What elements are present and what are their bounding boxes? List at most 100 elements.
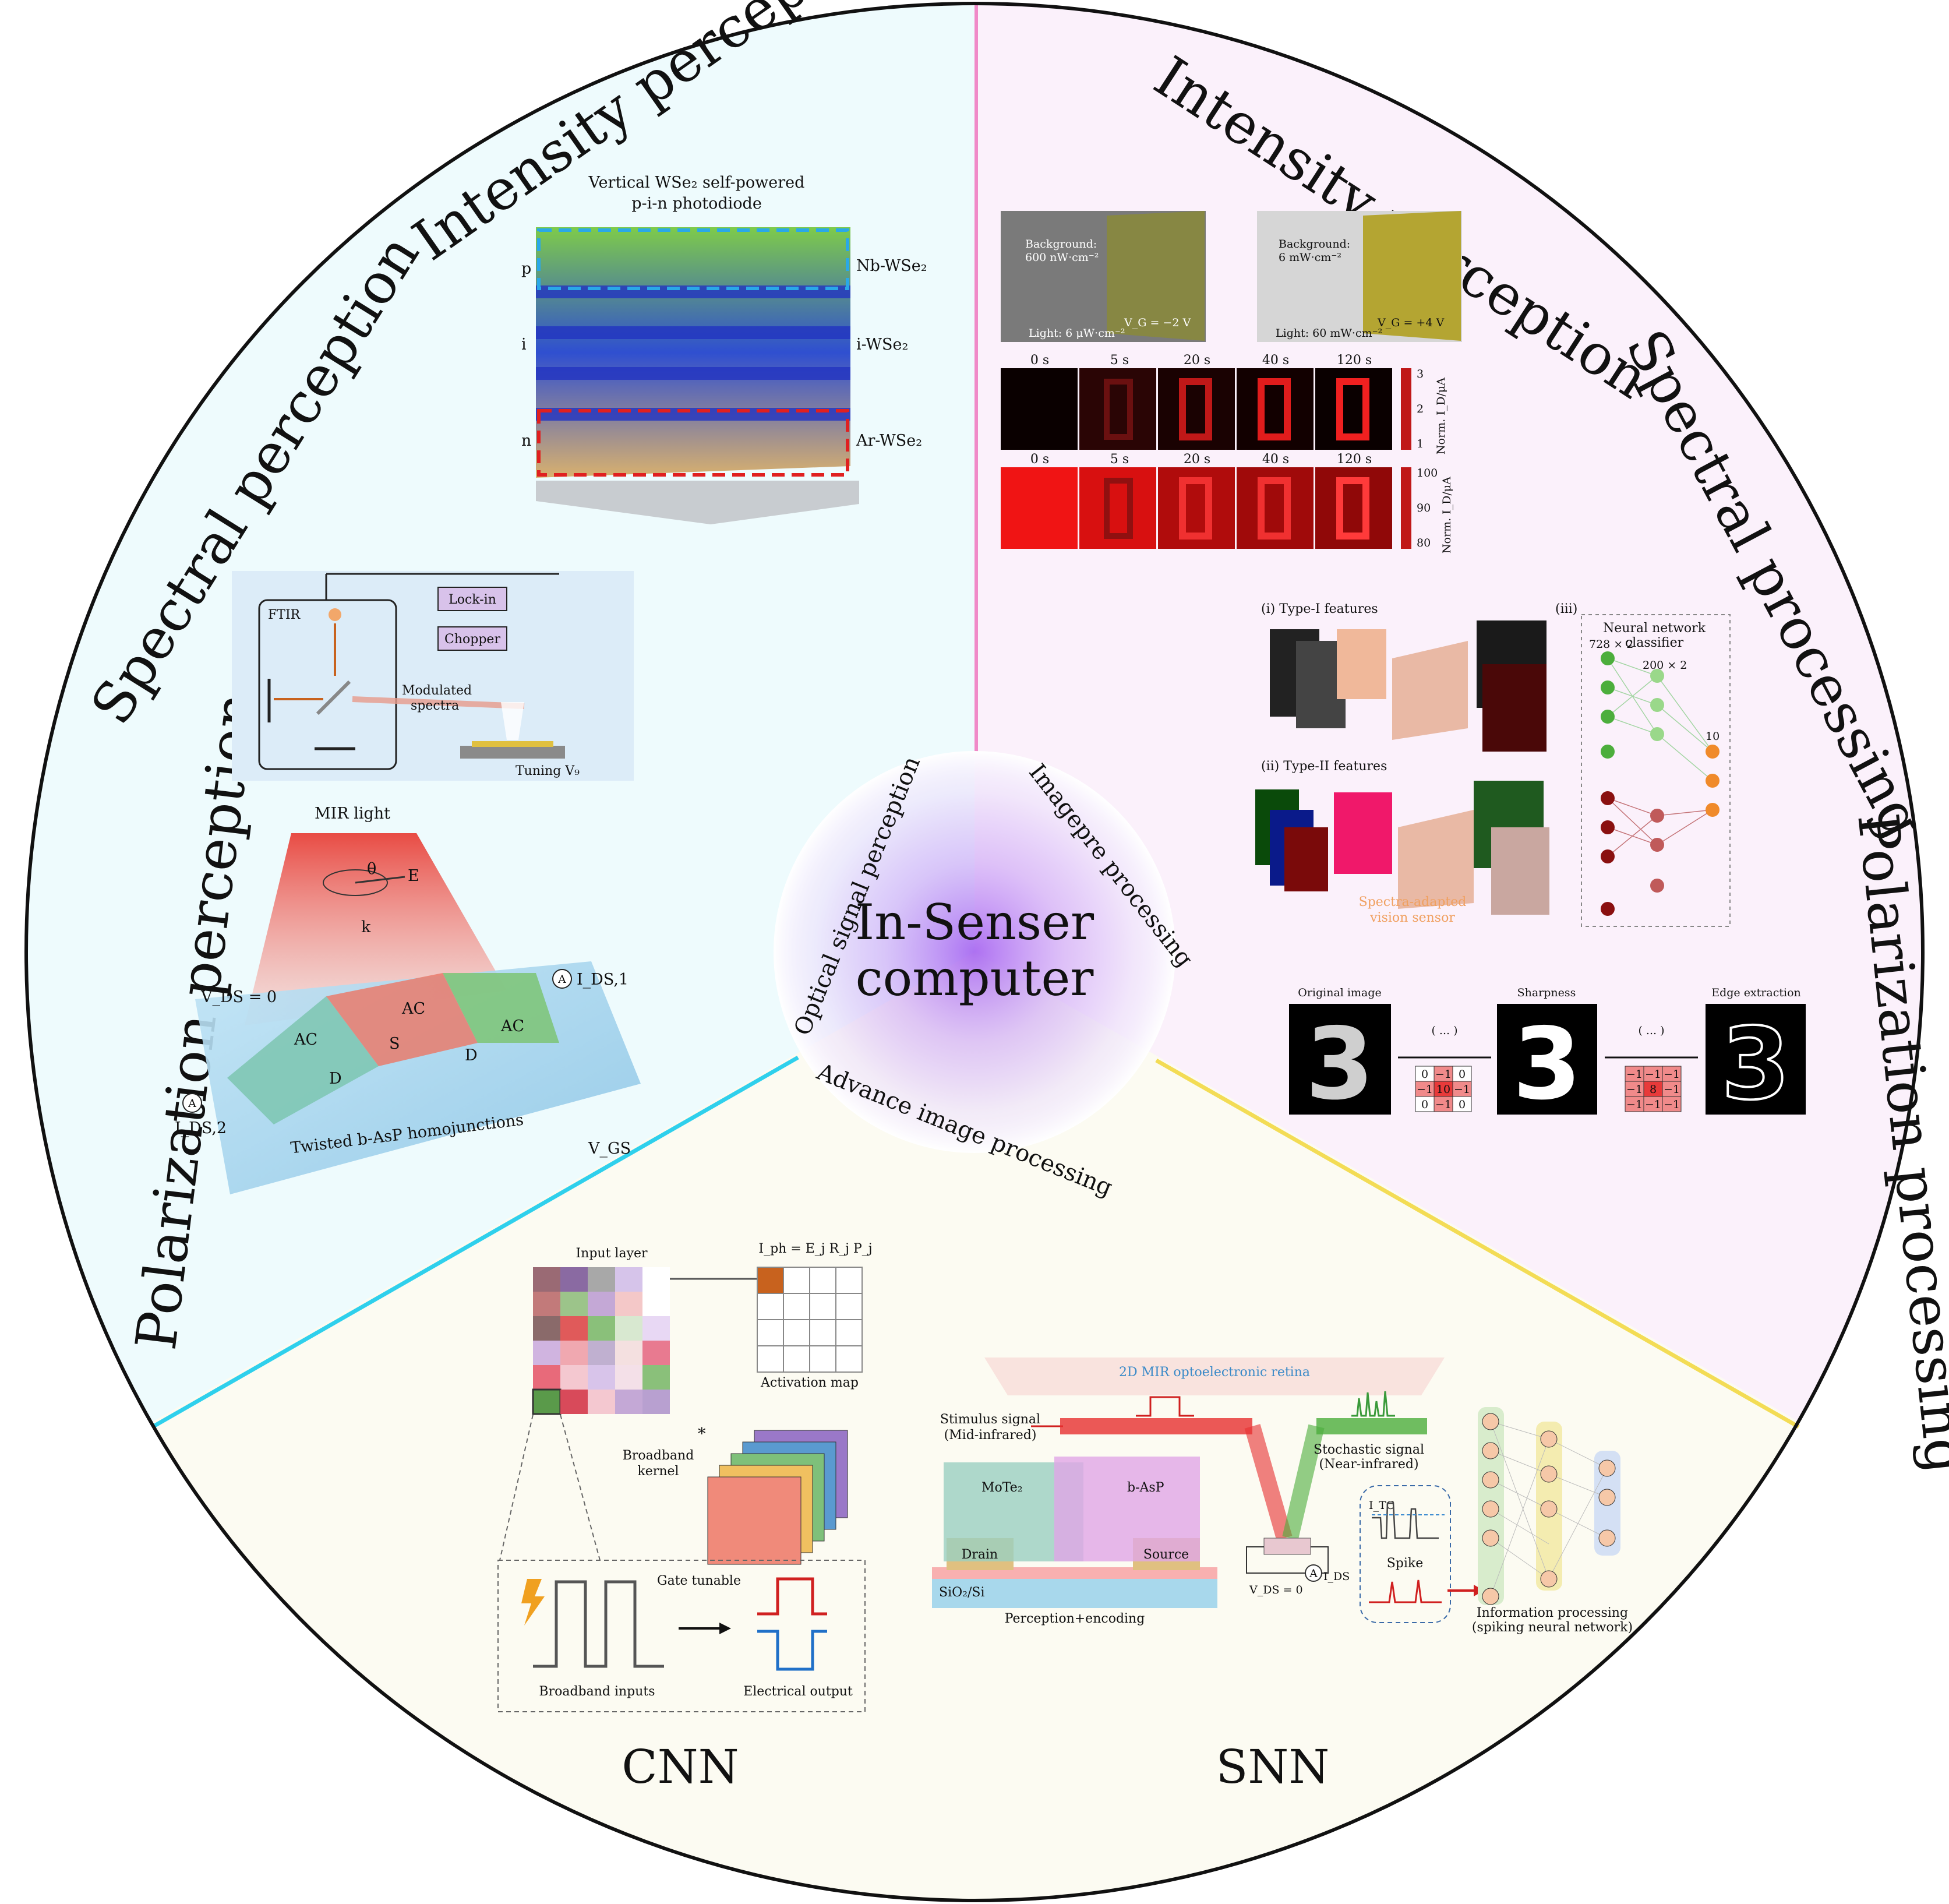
- snn-ids-label: I_DS: [1323, 1570, 1350, 1583]
- scale2-tick-100: 100: [1417, 467, 1438, 479]
- broadband-pulse: [533, 1580, 664, 1668]
- wse2-photodiode-panel: Vertical WSe₂ self-powered p-i-n photodi…: [521, 174, 927, 524]
- retina-banner: [984, 1358, 1445, 1395]
- nn-node: [1650, 698, 1664, 712]
- snn-node: [1540, 1500, 1558, 1518]
- kernel-label-2: kernel: [637, 1464, 679, 1479]
- output-pulse-positive: [757, 1577, 827, 1616]
- wse2-title-line2: p-i-n photodiode: [631, 195, 762, 213]
- edge-digit: 3: [1721, 1007, 1790, 1122]
- star-label: *: [698, 1425, 706, 1443]
- nn-node: [1601, 680, 1615, 694]
- type2-img-3: [1284, 827, 1328, 891]
- scale1-tick-1: 1: [1417, 438, 1424, 450]
- nn-node: [1601, 791, 1615, 805]
- row1-digit-2: [1179, 378, 1212, 440]
- polarization-ellipse: [323, 869, 388, 896]
- nn-node: [1706, 774, 1720, 788]
- tuning-label: Tuning V₉: [516, 764, 580, 778]
- ammeter-1-label: A: [557, 973, 566, 986]
- nn-box: [1581, 614, 1731, 927]
- input-layer-grid: [532, 1267, 670, 1415]
- electrical-output-label: Electrical output: [743, 1684, 853, 1699]
- original-image-label: Original image: [1298, 986, 1381, 999]
- k2-val: −1: [1664, 1083, 1680, 1096]
- ftir-panel-bg: [232, 571, 634, 781]
- ammeter-2: [182, 1093, 202, 1113]
- type2-out-2: [1491, 827, 1549, 915]
- ftir-label: FTIR: [268, 608, 301, 622]
- k2-val: −1: [1626, 1083, 1643, 1096]
- vds-label: V_DS = 0: [200, 988, 277, 1006]
- broadband-inputs-label: Broadband inputs: [539, 1684, 655, 1699]
- polarization-processing-panel: Original image 3 Sharpness 3 Edge extrac…: [1289, 986, 1806, 1123]
- ammeter-1: [552, 969, 572, 989]
- nn-200-label: 200 × 2: [1643, 659, 1687, 672]
- ftir-panel: FTIR Lock-in Chopper Modulated spectra T…: [232, 571, 634, 781]
- retina-label: 2D MIR optoelectronic retina: [1119, 1365, 1310, 1380]
- k2-cell: [1643, 1096, 1663, 1112]
- row1-time-4: 120 s: [1337, 353, 1372, 368]
- d-label-1: D: [329, 1070, 342, 1088]
- sharpness-image: [1497, 1004, 1597, 1115]
- device-substrate: [932, 1573, 1217, 1608]
- modulated-label-1: Modulated: [402, 683, 472, 698]
- row2-digit-4: [1336, 477, 1369, 540]
- nn-node: [1601, 651, 1615, 665]
- mote2-label: MoTe₂: [981, 1480, 1023, 1495]
- chip-icon: [1263, 1538, 1311, 1555]
- scene2-vg: V_G = +4 V: [1377, 316, 1444, 329]
- scene1-bg-1: Background:: [1025, 238, 1097, 251]
- gate-box: [497, 1560, 866, 1712]
- drain-label: Drain: [962, 1547, 998, 1562]
- spike-label: Spike: [1387, 1556, 1424, 1571]
- iii-label: (iii): [1555, 602, 1577, 616]
- wse2-blue-layer-2: [536, 326, 850, 339]
- nn-edges: [1607, 658, 1713, 781]
- stimulus-label-2: (Mid-infrared): [944, 1428, 1037, 1443]
- basp-crystal: [1054, 1457, 1200, 1561]
- k2-val: −1: [1664, 1068, 1680, 1081]
- nn-728-label: 728 × 2: [1589, 638, 1633, 651]
- lightning-icon: [521, 1579, 545, 1626]
- snn-node: [1598, 1459, 1616, 1477]
- theta-label: θ: [367, 860, 376, 878]
- cnn-panel: Input layer I_ph = E_j R_j P_j Activatio…: [497, 1242, 873, 1712]
- kernel1-matrix: ( ... ): [1431, 1024, 1457, 1037]
- kernel-label-1: Broadband: [623, 1448, 694, 1463]
- nn-label-1: Neural network: [1603, 621, 1706, 636]
- k1-val: 0: [1459, 1068, 1466, 1081]
- nn-edges-red: [1607, 798, 1713, 857]
- edge-extraction-label: Edge extraction: [1711, 986, 1801, 999]
- k2-cell: [1662, 1066, 1682, 1082]
- center-title-line2: computer: [856, 950, 1094, 1007]
- row1-digit-1: [1104, 379, 1133, 440]
- row1-colorbar: [1401, 368, 1411, 450]
- snn-node: [1598, 1489, 1616, 1506]
- itc-trace: [1372, 1502, 1439, 1539]
- k1-val: 0: [1459, 1098, 1466, 1111]
- type2-sensor: [1398, 810, 1474, 909]
- nn-node: [1706, 745, 1720, 759]
- basp-flake-middle: [326, 973, 478, 1066]
- scene1-screen: [1107, 211, 1205, 341]
- wse2-nb-label: Nb-WSe₂: [856, 257, 927, 275]
- perception-label: Perception+encoding: [1005, 1612, 1145, 1626]
- original-digit: 3: [1305, 1007, 1374, 1122]
- chopper-box: [437, 626, 507, 651]
- scene2-light: Light: 60 mW·cm⁻²: [1276, 327, 1382, 340]
- snn-ammeter: [1305, 1564, 1322, 1582]
- source-label: Source: [1143, 1547, 1189, 1562]
- wse2-ar-label: Ar-WSe₂: [856, 432, 922, 450]
- scene2-screen: [1363, 211, 1461, 341]
- ac-label-3: AC: [500, 1017, 524, 1035]
- nn-node: [1650, 727, 1664, 741]
- k2-val: −1: [1645, 1068, 1661, 1081]
- snn-vds-label: V_DS = 0: [1249, 1584, 1303, 1596]
- row1-frame-0: [1001, 368, 1078, 450]
- basp-flake-left: [227, 996, 379, 1124]
- stochastic-spikes: [1351, 1391, 1395, 1417]
- kernel1-grid: 0 −1 0 −1 10 −1 0 −1 0: [1415, 1066, 1472, 1112]
- chopper-label: Chopper: [444, 632, 500, 647]
- type1-label: (i) Type-I features: [1261, 602, 1378, 616]
